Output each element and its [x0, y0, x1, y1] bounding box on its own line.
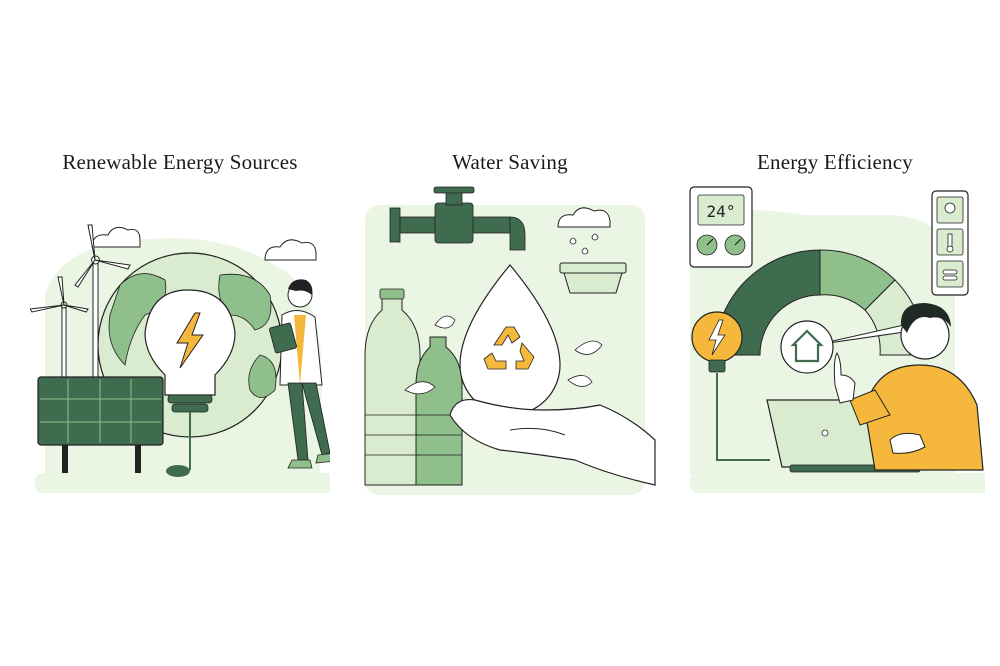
- thermometer-icon: [946, 233, 954, 253]
- lightning-icon: [176, 312, 204, 369]
- cloud-icon: [91, 226, 141, 248]
- solar-panel: [37, 376, 164, 473]
- faucet-icon: [389, 186, 526, 251]
- recycle-icon: [483, 326, 535, 370]
- lightbulb-icon: [944, 202, 956, 214]
- bottles: [364, 288, 463, 486]
- cloud-icon: [264, 239, 317, 261]
- lightbulb-icon: [691, 311, 770, 461]
- bowl-icon: [559, 262, 627, 294]
- control-strip: [931, 190, 969, 296]
- lightning-icon: [708, 319, 726, 356]
- panel-water-saving: Water Saving: [360, 140, 660, 500]
- energy-efficiency-illustration: 24°: [689, 186, 985, 493]
- person-figure: [833, 303, 984, 471]
- panel-title-efficiency: Energy Efficiency: [757, 150, 913, 174]
- panel-energy-efficiency: Energy Efficiency 24°: [685, 140, 985, 500]
- thermostat: 24°: [689, 186, 753, 268]
- panel-title-water: Water Saving: [452, 150, 568, 174]
- thermostat-reading: 24°: [707, 202, 736, 221]
- hand: [449, 398, 656, 486]
- house-icon: [790, 329, 824, 363]
- scientist-figure: [269, 279, 330, 469]
- water-saving-illustration: [364, 186, 656, 495]
- renewable-energy-illustration: [30, 224, 330, 493]
- panel-title-renewable: Renewable Energy Sources: [62, 150, 298, 174]
- panel-renewable-energy: Renewable Energy Sources: [30, 140, 330, 500]
- cloud-icon: [557, 207, 611, 228]
